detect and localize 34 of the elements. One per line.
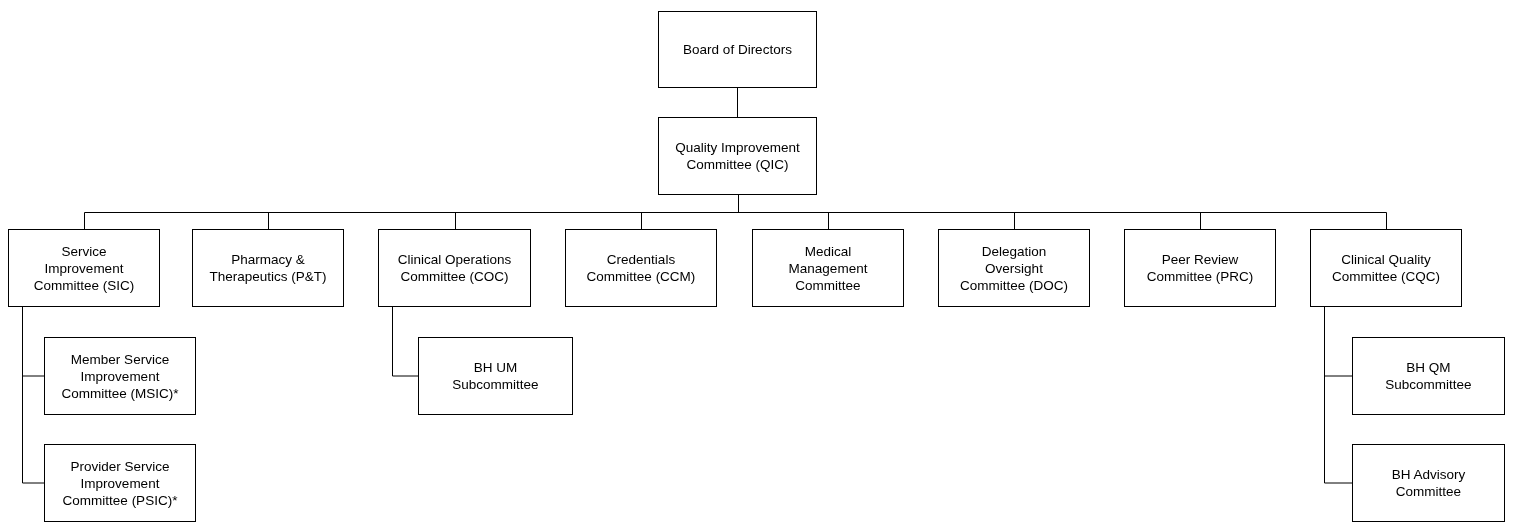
committee-name: Medical Management Committee <box>787 242 869 294</box>
committee-name: BH UM Subcommittee <box>451 359 540 393</box>
committee-box <box>1352 444 1505 522</box>
committee-name: BH QM Subcommittee <box>1384 359 1473 393</box>
committee-name: BH Advisory Committee <box>1390 466 1467 500</box>
committee-name: Delegation Oversight Committee (DOC) <box>959 242 1069 294</box>
connector-line <box>392 306 419 377</box>
committee-name: Board of Directors <box>683 41 792 58</box>
connector-line <box>1324 306 1353 484</box>
connector-line <box>22 306 45 484</box>
committee-box <box>752 229 904 307</box>
committee-box <box>44 337 196 415</box>
committee-name: Quality Improvement Committee (QIC) <box>675 139 800 173</box>
committee-box <box>378 229 531 307</box>
committee-box <box>1310 229 1462 307</box>
committee-box <box>565 229 717 307</box>
committee-name: Peer Review Committee (PRC) <box>1145 251 1255 285</box>
committee-box <box>1124 229 1276 307</box>
committee-name: Credentials Committee (CCM) <box>585 251 697 285</box>
committee-name: Provider Service Improvement Committee (PSIC)* <box>61 457 179 509</box>
committee-box <box>418 337 573 415</box>
committee-box <box>8 229 160 307</box>
committee-box <box>658 117 817 195</box>
committee-name: Member Service Improvement Committee (MSIC)* <box>61 350 179 402</box>
committee-box <box>938 229 1090 307</box>
committee-box <box>192 229 344 307</box>
committee-box <box>44 444 196 522</box>
committee-box <box>1352 337 1505 415</box>
committee-box <box>658 11 817 88</box>
committee-name: Clinical Operations Committee (COC) <box>396 251 513 285</box>
committee-name: Clinical Quality Committee (CQC) <box>1331 251 1441 285</box>
connector-line <box>737 87 738 118</box>
committee-name: Service Improvement Committee (SIC) <box>32 242 136 294</box>
committee-name: Pharmacy & Therapeutics (P&T) <box>209 251 327 285</box>
